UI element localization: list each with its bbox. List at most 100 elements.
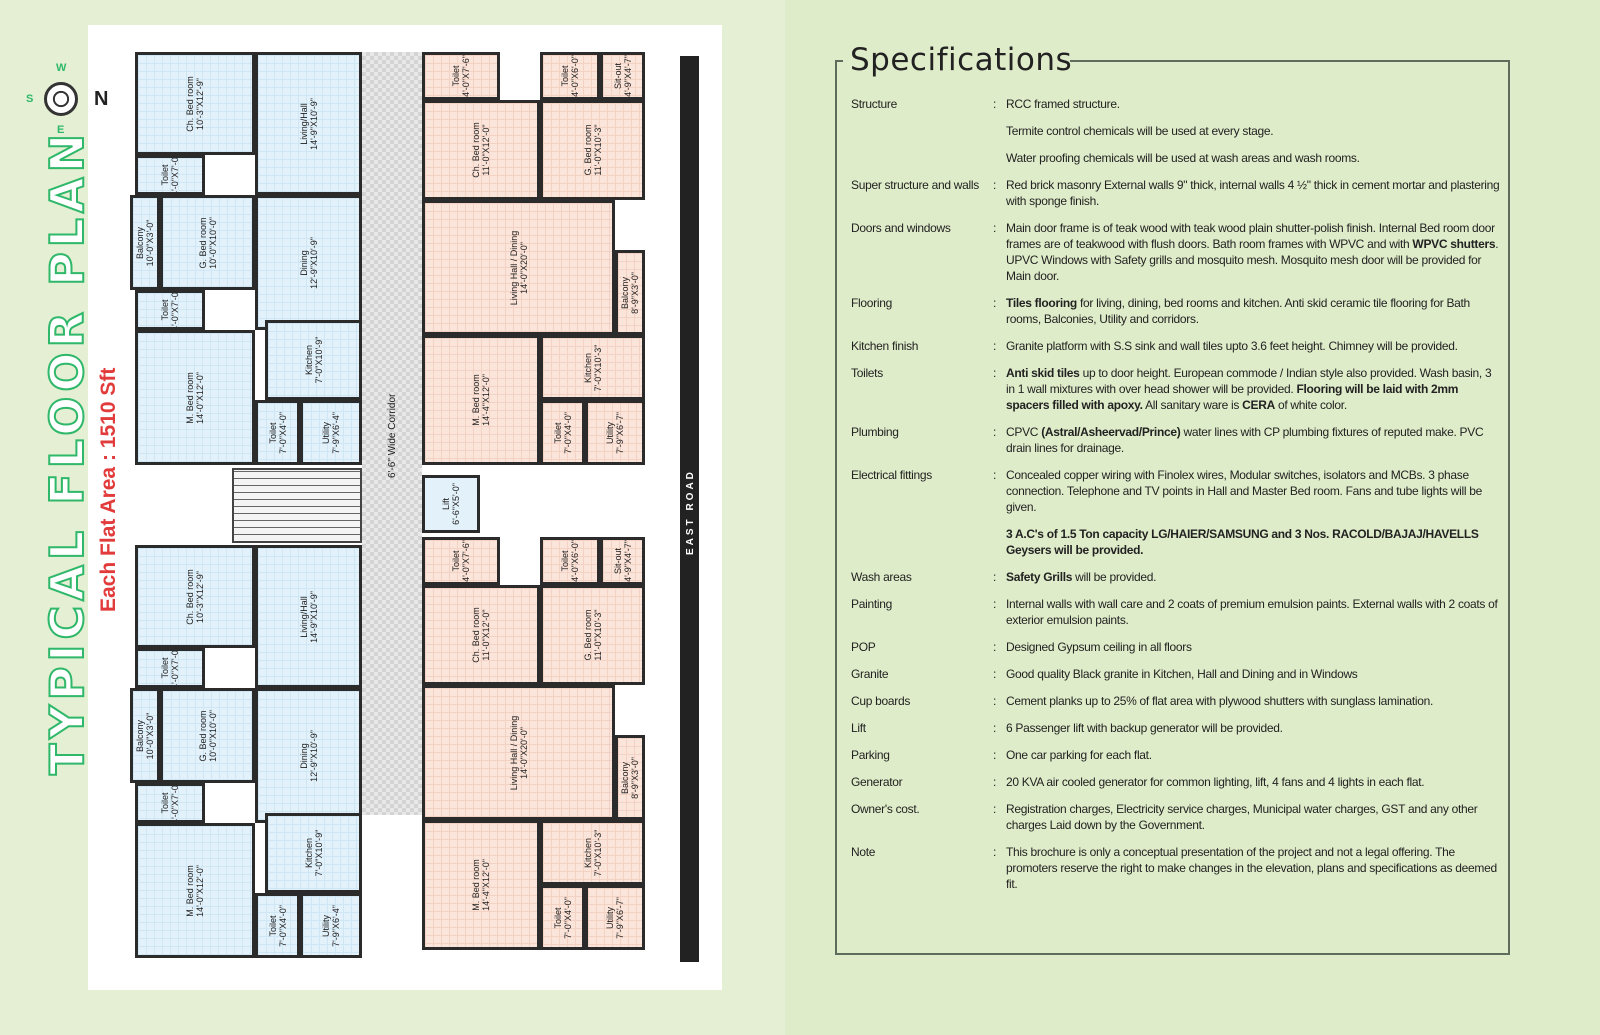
spec-row: Structure:RCC framed structure.Termite c… [851,96,1501,166]
spec-label: Lift [851,721,866,735]
compass-west: W [56,62,67,74]
spec-paragraph: Concealed copper wiring with Finolex wir… [1006,467,1501,515]
room-size: 10'-0"X10'-0" [207,216,218,269]
room-name: Utility [321,421,331,444]
spec-text: All sanitary ware is [1142,398,1243,412]
room-size: 10'-0"X10'-0" [207,709,218,762]
spec-text: Concealed copper wiring with Finolex wir… [1006,468,1482,514]
spec-value: Granite platform with S.S sink and wall … [1006,338,1501,354]
spec-row: Lift:6 Passenger lift with backup genera… [851,720,1501,736]
room-name: Utility [605,906,615,929]
room-size: 14'-0"X12'-0" [195,371,205,424]
room-size: 8'-9"X3'-0" [630,756,640,799]
room-name: Toilet [160,657,170,679]
room-size: 14'-0"X20'-0" [518,241,529,294]
spec-text: Designed Gypsum ceiling in all floors [1006,640,1192,654]
spec-label: Electrical fittings [851,468,932,482]
spec-text: One car parking for each flat. [1006,748,1152,762]
room-name: Toilet [451,550,461,572]
spec-text: Water proofing chemicals will be used at… [1006,151,1360,165]
spec-value: Designed Gypsum ceiling in all floors [1006,639,1501,655]
spec-label: Flooring [851,296,892,310]
spec-row: Plumbing:CPVC (Astral/Asheervad/Prince) … [851,424,1501,456]
room-size: 7'-9"X6'-4" [331,411,341,454]
spec-colon: : [993,468,997,482]
spec-colon: : [993,366,997,380]
spec-row: Toilets:Anti skid tiles up to door heigh… [851,365,1501,413]
spec-colon: : [993,748,997,762]
room-size: 12'-9"X10'-9" [308,236,319,289]
room-name: Toilet [160,164,170,186]
room-size: 7'-0"X4'-0" [562,896,573,939]
spec-value: 20 KVA air cooled generator for common l… [1006,774,1501,790]
room-size: 7'-0"X10'-9" [313,336,324,384]
spec-row: Granite:Good quality Black granite in Ki… [851,666,1501,682]
spec-text: Granite platform with S.S sink and wall … [1006,339,1458,353]
spec-label: Structure [851,97,897,111]
lift-size: 6'-6"X5'-0" [451,483,461,525]
spec-row: Flooring:Tiles flooring for living, dini… [851,295,1501,327]
room-name: Balcony [135,719,145,752]
compass-icon [44,82,78,116]
spec-value: Tiles flooring for living, dining, bed r… [1006,295,1501,327]
spec-row: Cup boards:Cement planks up to 25% of fl… [851,693,1501,709]
room-name: Toilet [160,792,170,814]
spec-paragraph: 6 Passenger lift with backup generator w… [1006,720,1501,736]
spec-row: Wash areas:Safety Grills will be provide… [851,569,1501,585]
room-name: Balcony [620,276,630,309]
spec-paragraph: Cement planks up to 25% of flat area wit… [1006,693,1501,709]
room-size: 4'-0"X7'-6" [461,540,471,582]
spec-text: Registration charges, Electricity servic… [1006,802,1478,832]
spec-row: Parking:One car parking for each flat. [851,747,1501,763]
room-size: 14'-0"X20'-0" [518,726,529,779]
room-name: Toilet [267,914,278,937]
room-size: 4'-0"X6'-0" [570,55,580,97]
staircase [232,468,362,543]
spec-label: Owner's cost. [851,802,920,816]
spec-value: Main door frame is of teak wood with tea… [1006,220,1501,284]
spec-colon: : [993,640,997,654]
compass-east: E [57,124,65,136]
spec-row: POP:Designed Gypsum ceiling in all floor… [851,639,1501,655]
spec-row: Note:This brochure is only a conceptual … [851,844,1501,892]
spec-row: Doors and windows:Main door frame is of … [851,220,1501,284]
room-size: 7'-0"X10'-9" [313,829,324,877]
room-name: Kitchen [582,837,593,868]
room-size: 14'-4"X12'-0" [481,859,491,911]
spec-text: 3 A.C's of 1.5 Ton capacity LG/HAIER/SAM… [1006,527,1479,557]
room-name: Kitchen [303,837,314,869]
spec-paragraph: Good quality Black granite in Kitchen, H… [1006,666,1501,682]
spec-text: CPVC [1006,425,1042,439]
room-name: M. Bed room [185,864,195,917]
room-size: 4'-0"X7'-0" [170,155,180,195]
spec-paragraph: Termite control chemicals will be used a… [1006,123,1501,139]
room-size: 8'-9"X3'-0" [630,271,640,314]
room-name: Toilet [560,65,570,87]
spec-paragraph: Registration charges, Electricity servic… [1006,801,1501,833]
room-size: 14'-9"X10'-9" [308,97,319,150]
spec-row: Super structure and walls:Red brick maso… [851,177,1501,209]
room-size: 7'-9"X6'-4" [331,904,341,947]
lift-label: Lift [441,497,451,511]
spec-value: One car parking for each flat. [1006,747,1501,763]
room-size: 4'-0"X7'-6" [461,55,471,97]
spec-colon: : [993,845,997,859]
room-name: Toilet [560,550,570,572]
